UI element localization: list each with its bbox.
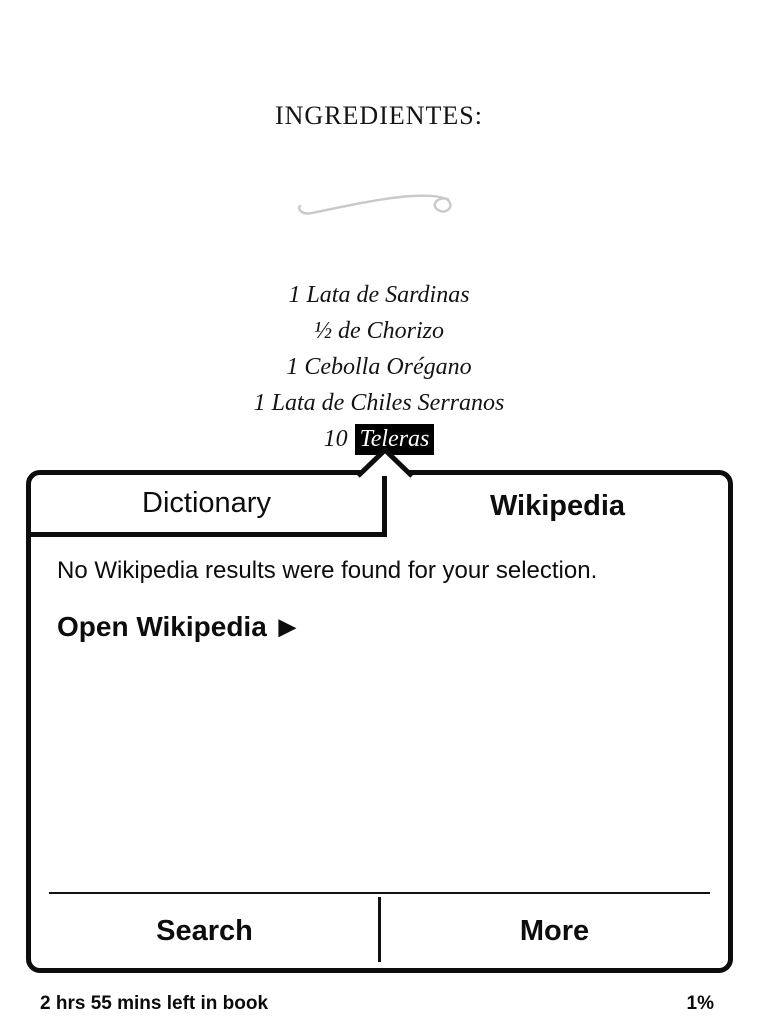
flourish-ornament-icon [298,194,452,215]
popup-actions: Search More [31,892,728,968]
chapter-heading: INGREDIENTES: [275,101,483,130]
tab-dictionary-label: Dictionary [142,487,271,519]
more-button[interactable]: More [519,914,590,947]
actions-separator [49,892,710,894]
popup-content: No Wikipedia results were found for your… [31,537,728,643]
reader-footer: 2 hrs 55 mins left in book 1% [40,993,714,1015]
ingredient-line: 1 Cebolla Orégano [286,354,472,380]
open-wikipedia-link[interactable]: Open Wikipedia ▶ [57,611,702,643]
no-results-message: No Wikipedia results were found for your… [57,557,598,584]
ingredient-line: 1 Lata de Chiles Serranos [253,390,505,416]
popup-tabs: Dictionary Wikipedia [31,475,728,537]
ingredient-line: 1 Lata de Sardinas [288,282,470,308]
quantity-prefix: 10 [323,426,348,452]
search-button[interactable]: Search [156,914,253,947]
play-arrow-icon: ▶ [278,614,296,639]
ingredient-line: ½ de Chorizo [313,318,444,344]
ingredient-list: 1 Lata de Sardinas ½ de Chorizo 1 Ceboll… [0,277,758,457]
open-wikipedia-label: Open Wikipedia [57,611,267,642]
reading-progress-percent: 1% [686,993,714,1014]
lookup-popup: Dictionary Wikipedia No Wikipedia result… [26,470,733,973]
tab-dictionary[interactable]: Dictionary [31,475,387,537]
actions-vertical-divider [378,897,381,962]
selection-caret-icon [356,446,414,478]
time-left-in-book: 2 hrs 55 mins left in book [40,993,269,1014]
selected-word[interactable]: Teleras [354,424,435,455]
tab-wikipedia-label: Wikipedia [489,489,626,522]
tab-wikipedia[interactable]: Wikipedia [387,475,728,537]
